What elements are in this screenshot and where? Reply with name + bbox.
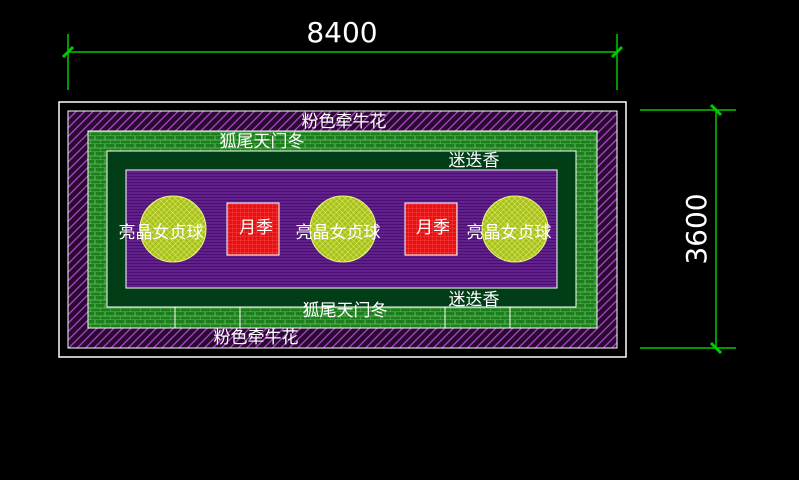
label-rosemary-top: 迷迭香 (449, 151, 500, 171)
label-privet-3: 亮晶女贞球 (467, 223, 552, 243)
rose-bed-1 (226, 202, 280, 256)
label-asparagus-top: 狐尾天门冬 (220, 132, 305, 152)
privet-ball-2 (309, 195, 377, 263)
label-privet-1: 亮晶女贞球 (119, 223, 204, 243)
width-dimension: 8400 (61, 16, 624, 90)
privet-ball-1 (139, 195, 207, 263)
label-privet-2: 亮晶女贞球 (296, 223, 381, 243)
asparagus-band-dividers (174, 306, 511, 328)
label-rose-1: 月季 (239, 218, 273, 238)
label-asparagus-bottom: 狐尾天门冬 (303, 301, 388, 321)
height-dimension: 3600 (640, 103, 736, 355)
label-morning-glory-top: 粉色牵牛花 (302, 112, 387, 132)
privet-ball-3 (481, 195, 549, 263)
width-dimension-label: 8400 (306, 16, 377, 49)
site-boundary (58, 101, 627, 358)
label-rosemary-bottom: 迷迭香 (449, 290, 500, 310)
rose-bed-2 (404, 202, 458, 256)
height-dimension-label: 3600 (680, 193, 713, 264)
label-morning-glory-bottom: 粉色牵牛花 (214, 328, 299, 348)
label-rose-2: 月季 (416, 218, 450, 238)
